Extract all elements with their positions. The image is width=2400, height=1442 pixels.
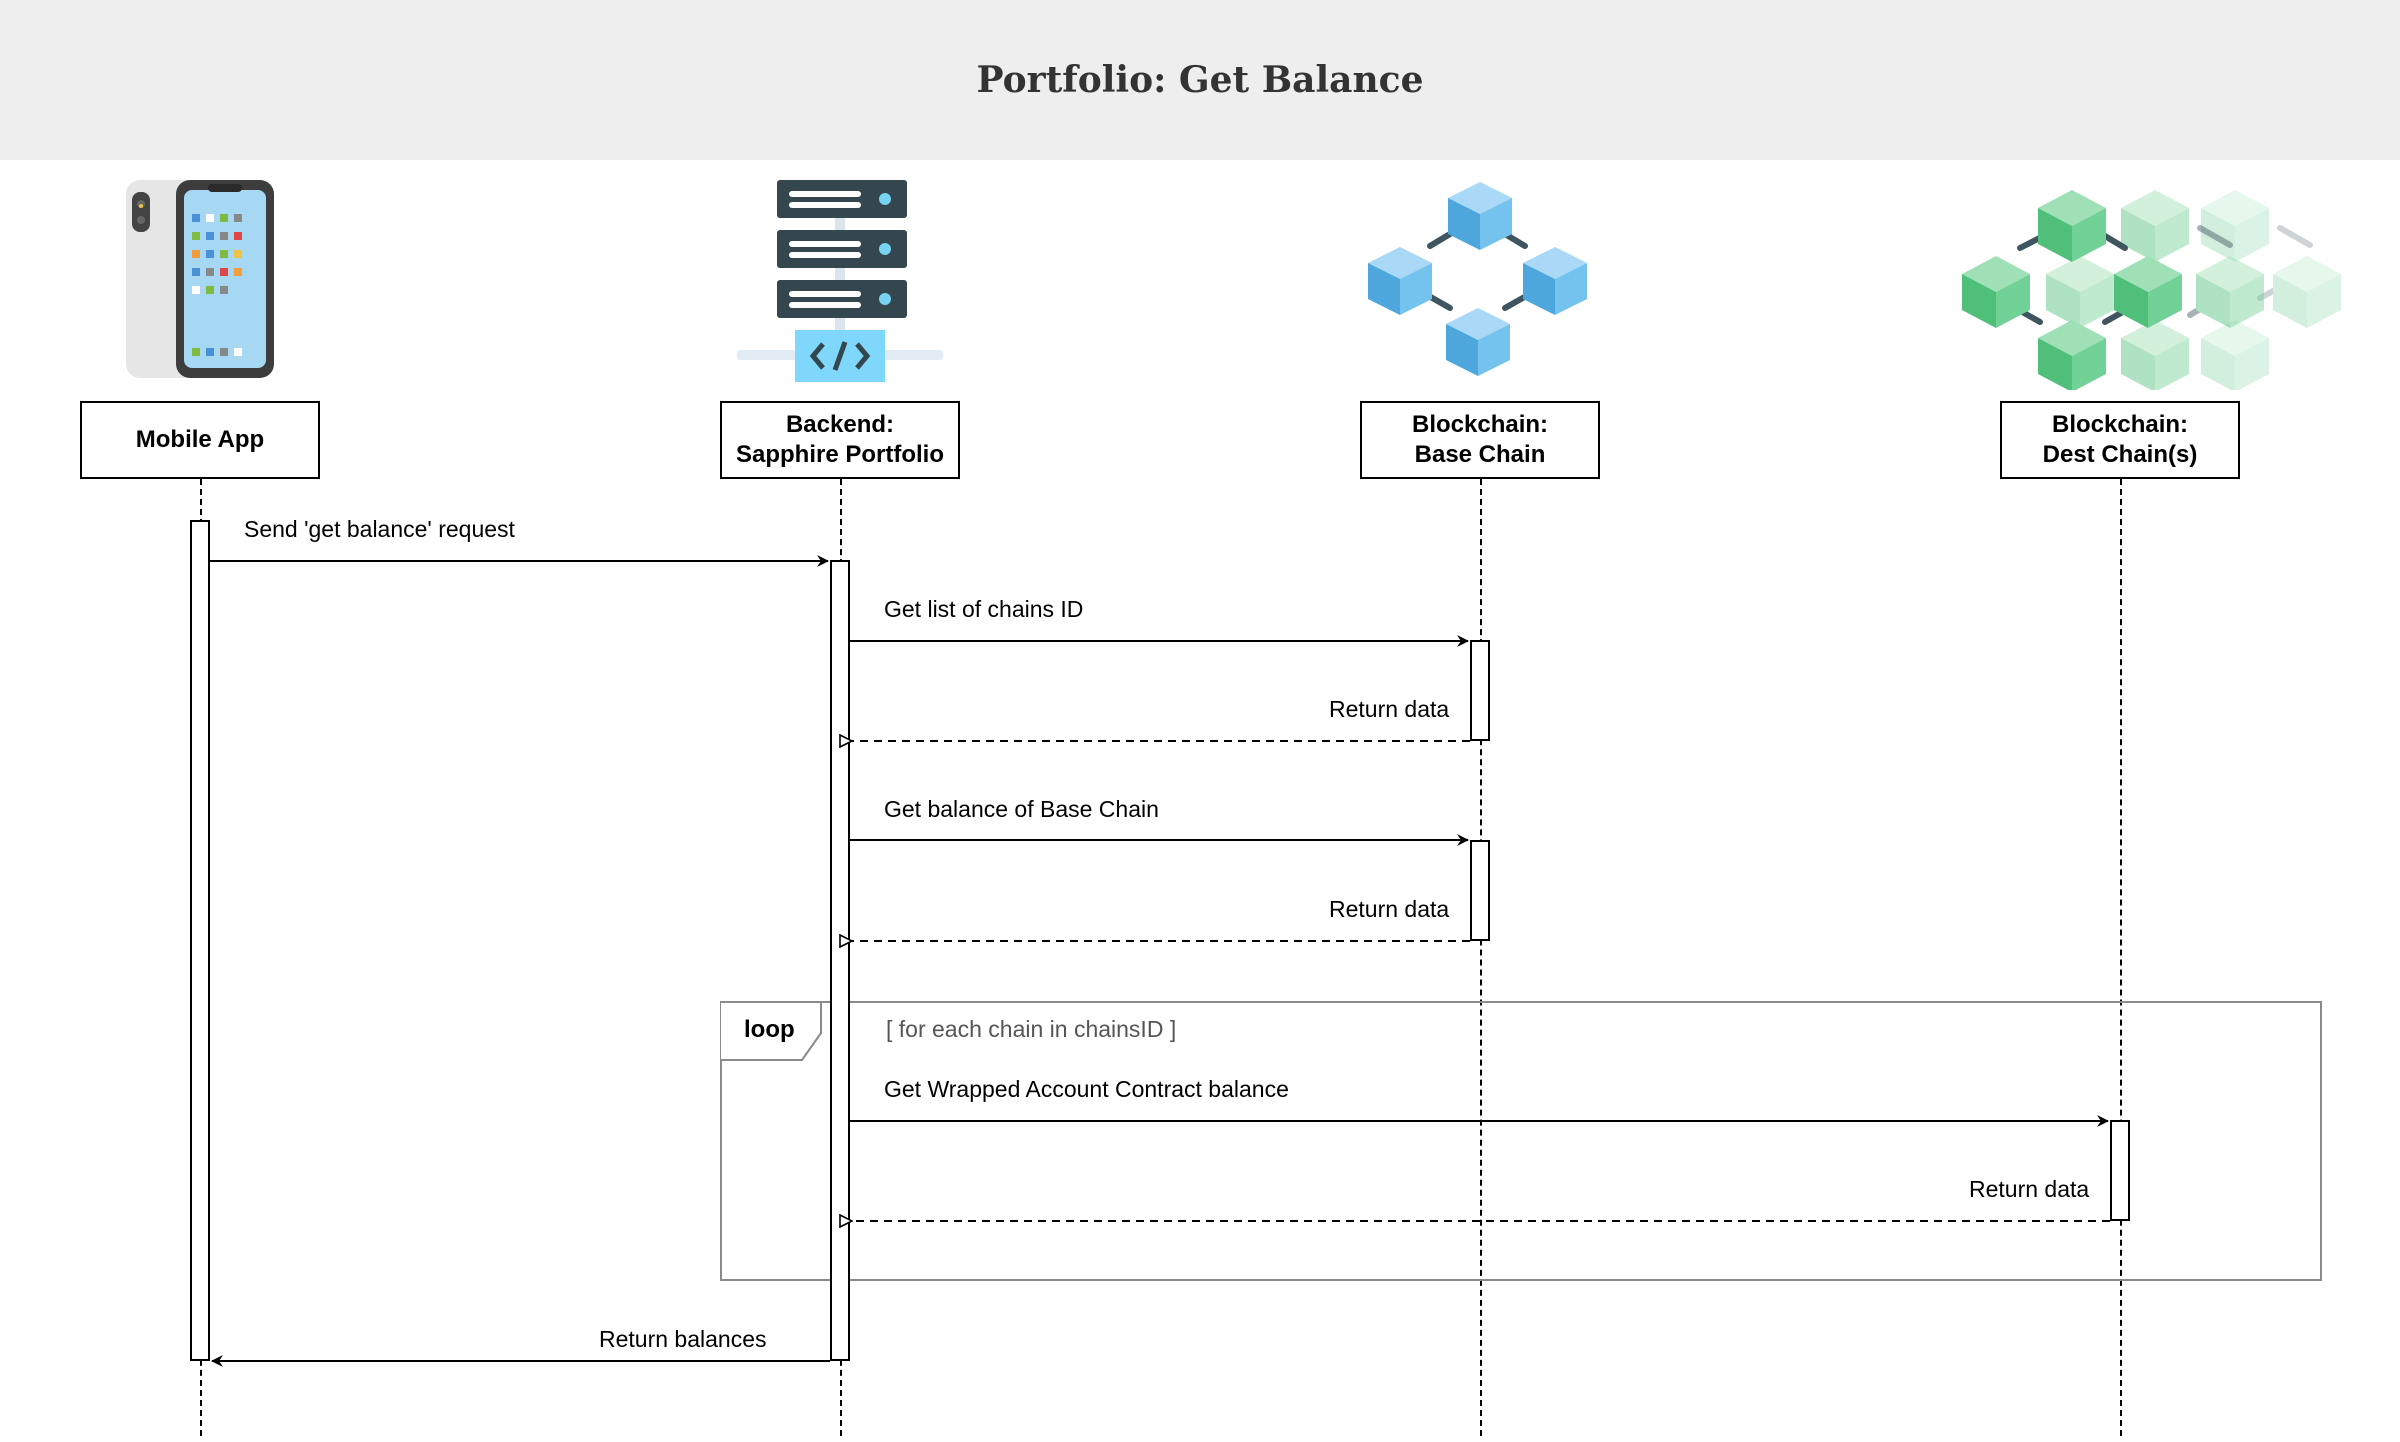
activation-dest-chains xyxy=(2110,1120,2130,1221)
message-label: Send 'get balance' request xyxy=(244,516,515,542)
blockchain-green-icon xyxy=(1962,190,2341,390)
message-label: Return data xyxy=(1329,696,1450,722)
actor-dest-chains: Blockchain: Dest Chain(s) xyxy=(2000,401,2240,479)
message-label: Get list of chains ID xyxy=(884,596,1084,622)
server-icon xyxy=(737,180,943,382)
actor-backend: Backend: Sapphire Portfolio xyxy=(720,401,960,479)
title-banner xyxy=(0,0,2400,160)
page-title: Portfolio: Get Balance xyxy=(976,59,1424,101)
activation-base-chain-1 xyxy=(1470,640,1490,741)
message-label: Get Wrapped Account Contract balance xyxy=(884,1076,1289,1102)
smartphone-icon xyxy=(126,180,274,378)
message-label: Get balance of Base Chain xyxy=(884,796,1159,822)
lifeline-base-chain xyxy=(1480,479,1482,1436)
activation-base-chain-2 xyxy=(1470,840,1490,941)
loop-frame xyxy=(720,1001,2322,1281)
loop-guard: [ for each chain in chainsID ] xyxy=(886,1016,1177,1042)
actor-base-chain: Blockchain: Base Chain xyxy=(1360,401,1600,479)
blockchain-blue-icon xyxy=(1368,182,1587,376)
activation-backend xyxy=(830,560,850,1361)
loop-label: loop xyxy=(744,1016,795,1043)
activation-mobile-app xyxy=(190,520,210,1361)
actor-mobile-app: Mobile App xyxy=(80,401,320,479)
message-label: Return data xyxy=(1969,1176,2090,1202)
message-label: Return balances xyxy=(599,1326,767,1352)
message-label: Return data xyxy=(1329,896,1450,922)
lifeline-dest-chains xyxy=(2120,479,2122,1436)
